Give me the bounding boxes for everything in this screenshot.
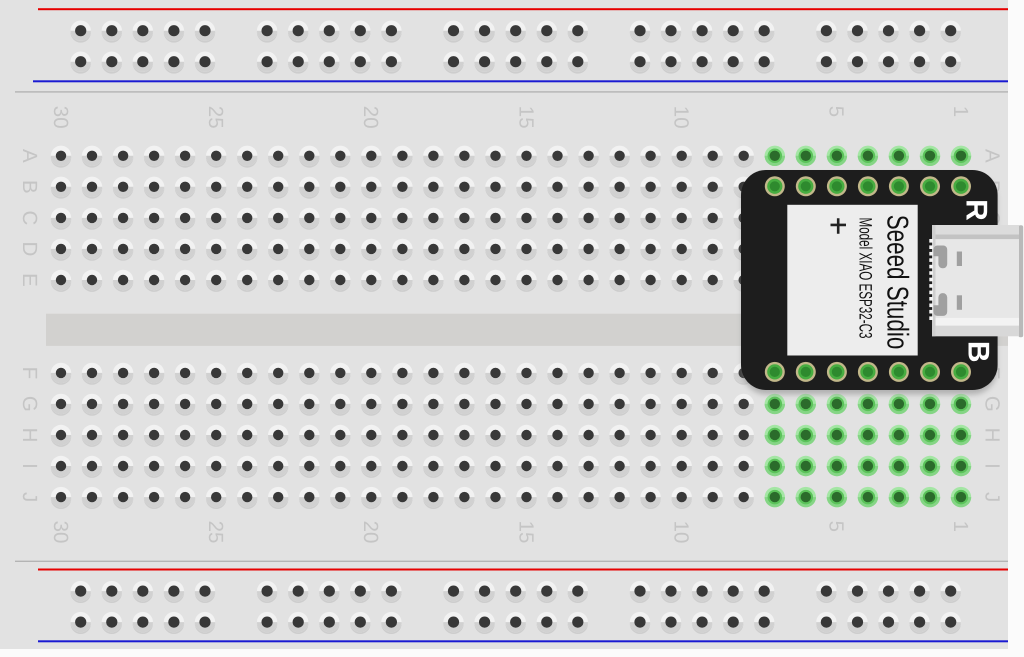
svg-text:1: 1: [949, 521, 972, 532]
svg-text:J: J: [981, 492, 1004, 502]
svg-text:B: B: [18, 180, 41, 194]
svg-text:Seeed Studio: Seeed Studio: [881, 215, 914, 350]
svg-text:G: G: [981, 396, 1004, 412]
svg-text:10: 10: [670, 521, 693, 544]
svg-text:A: A: [18, 149, 41, 163]
svg-text:H: H: [981, 428, 1004, 443]
svg-text:C: C: [18, 210, 41, 225]
svg-text:J: J: [18, 492, 41, 502]
svg-text:R: R: [960, 199, 993, 221]
svg-text:5: 5: [825, 106, 848, 117]
svg-text:25: 25: [204, 521, 227, 544]
svg-text:5: 5: [825, 521, 848, 532]
svg-text:Model XIAO ESP32-C3: Model XIAO ESP32-C3: [856, 218, 876, 339]
svg-text:E: E: [18, 273, 41, 287]
svg-text:20: 20: [359, 521, 382, 544]
svg-text:D: D: [18, 241, 41, 256]
svg-text:30: 30: [49, 521, 72, 544]
svg-text:F: F: [18, 367, 41, 380]
svg-text:B: B: [961, 341, 994, 363]
svg-text:10: 10: [670, 106, 693, 129]
svg-text:H: H: [18, 428, 41, 443]
svg-text:20: 20: [359, 106, 382, 129]
svg-text:15: 15: [514, 106, 537, 129]
svg-text:I: I: [981, 463, 1004, 469]
svg-text:I: I: [18, 463, 41, 469]
svg-text:A: A: [981, 149, 1004, 163]
svg-text:30: 30: [49, 106, 72, 129]
svg-text:25: 25: [204, 106, 227, 129]
svg-text:15: 15: [514, 521, 537, 544]
svg-text:G: G: [18, 396, 41, 412]
svg-text:1: 1: [949, 106, 972, 117]
